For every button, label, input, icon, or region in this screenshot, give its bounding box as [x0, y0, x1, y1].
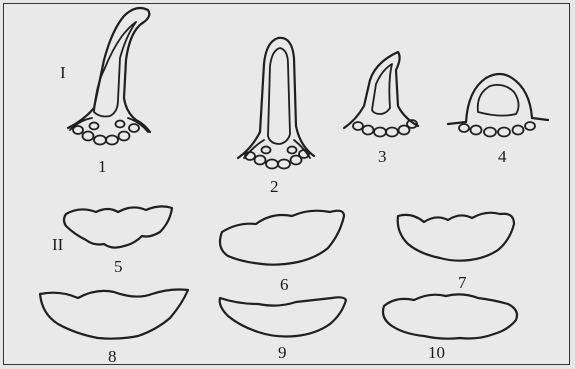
- figure-label-10: 10: [428, 343, 445, 362]
- figure-label-3: 3: [378, 147, 387, 166]
- figure-4-papilla: [448, 74, 548, 137]
- figure-1-papilla: [68, 8, 150, 145]
- figure-label-1: 1: [98, 157, 107, 176]
- group-label-i: I: [60, 63, 66, 82]
- figure-7-outline: [398, 213, 514, 261]
- figure-8-outline: [40, 290, 188, 339]
- figure-label-4: 4: [498, 147, 507, 166]
- figure-label-9: 9: [278, 343, 287, 362]
- figure-9-outline: [220, 297, 346, 336]
- figure-label-2: 2: [270, 177, 279, 196]
- group-label-ii: II: [52, 235, 64, 254]
- figure-3-papilla: [344, 52, 418, 137]
- figure-label-7: 7: [458, 273, 467, 292]
- figure-10-outline: [383, 294, 517, 338]
- figure-5-outline: [64, 206, 172, 247]
- figure-label-5: 5: [114, 257, 123, 276]
- figure-2-papilla: [238, 38, 314, 169]
- figure-6-outline: [220, 211, 344, 265]
- figure-label-8: 8: [108, 347, 117, 366]
- figure-label-6: 6: [280, 275, 289, 294]
